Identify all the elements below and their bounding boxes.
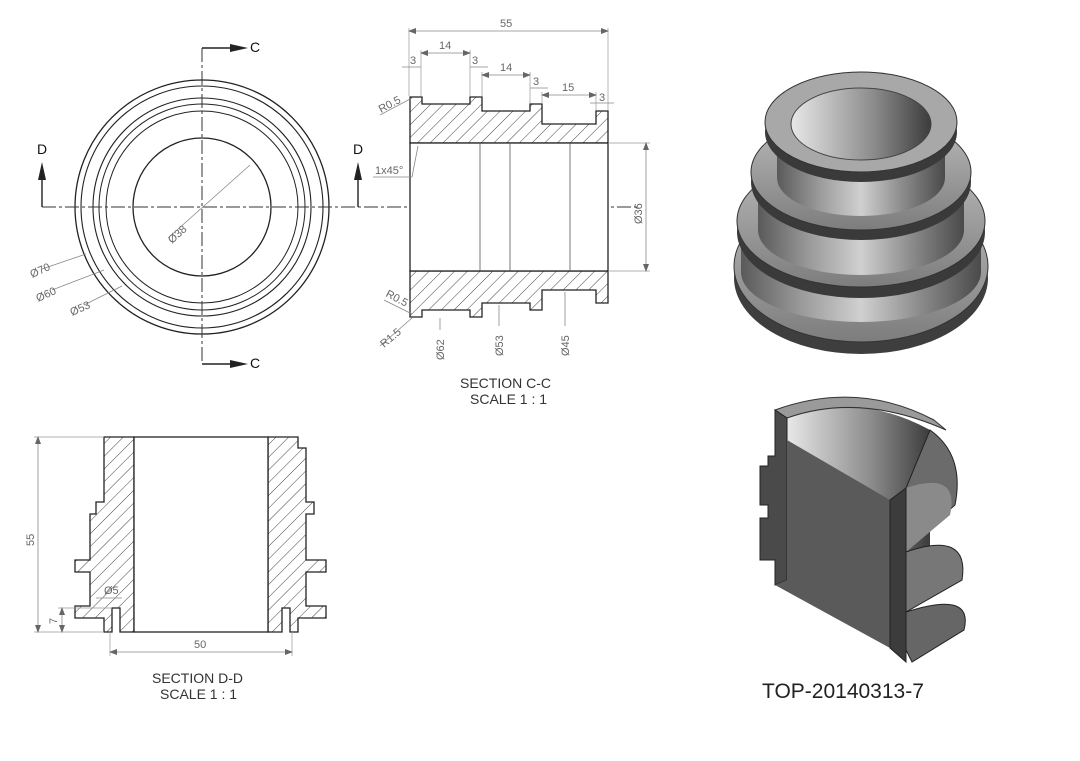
dim-d70: Ø70 — [28, 261, 52, 280]
cutaway-right-face — [889, 487, 907, 664]
dim-d60: Ø60 — [34, 285, 58, 304]
dim-cc-d45: Ø45 — [560, 335, 572, 356]
isometric-view — [733, 71, 989, 354]
dim-cc-d62: Ø62 — [435, 339, 447, 360]
dim-cc-3b: 3 — [472, 55, 478, 67]
cutaway-front-wall — [775, 440, 890, 648]
leader-cc-r15 — [379, 317, 413, 347]
leader-d38 — [167, 164, 251, 239]
dim-cc-55: 55 — [500, 18, 512, 30]
section-dd-scale: SCALE 1 : 1 — [160, 686, 237, 702]
section-dd-title: SECTION D-D — [152, 670, 243, 686]
dim-d53: Ø53 — [68, 299, 92, 318]
section-dd-right-wall — [267, 436, 327, 633]
dim-cc-r15: R1.5 — [378, 326, 404, 350]
dim-cc-3a: 3 — [410, 55, 416, 67]
cutaway-flange-1-face — [906, 482, 952, 552]
part-number: TOP-20140313-7 — [762, 680, 924, 703]
cutaway-flange-2 — [905, 544, 964, 613]
cut-c-top-label: C — [250, 39, 260, 55]
section-cc-view: 55 14 14 15 3 3 3 3 R0.5 1x45° R0.5 R1.5… — [373, 18, 650, 407]
leader-cc-r05-bottom — [383, 299, 413, 315]
dim-cc-3d: 3 — [599, 92, 605, 104]
cutaway-view — [759, 396, 966, 664]
cut-c-bottom-label: C — [250, 355, 260, 371]
leader-d60 — [51, 269, 105, 291]
cut-d-right-label: D — [353, 141, 363, 157]
dim-cc-chamfer: 1x45° — [375, 165, 403, 177]
dim-cc-14a: 14 — [439, 40, 451, 52]
section-cc-title: SECTION C-C — [460, 375, 551, 391]
cut-d-right-arrow-icon — [354, 162, 362, 180]
section-dd-left-wall — [74, 436, 135, 633]
dim-cc-bore: Ø36 — [633, 203, 645, 224]
dim-cc-15: 15 — [562, 82, 574, 94]
section-dd-view: 55 7 Ø5 50 SECTION D-D SCALE 1 : 1 — [25, 436, 327, 702]
cutaway-top-rim — [773, 396, 947, 431]
iso-bore — [790, 87, 932, 161]
dim-cc-14b: 14 — [500, 62, 512, 74]
circle-d38 — [132, 137, 272, 277]
leader-d53 — [83, 285, 123, 306]
dim-cc-d53: Ø53 — [494, 335, 506, 356]
section-cc-scale: SCALE 1 : 1 — [470, 391, 547, 407]
leader-cc-r05-top — [379, 97, 413, 116]
leader-cc-chamfer-tip — [411, 145, 419, 178]
dim-dd-50: 50 — [194, 639, 206, 651]
section-cc-top-wall — [409, 96, 609, 144]
cut-d-left-label: D — [37, 141, 47, 157]
cutaway-flange-3 — [905, 603, 966, 663]
cutaway-left-face — [759, 409, 788, 586]
cut-c-top-arrow-icon — [230, 44, 248, 52]
section-cc-bottom-wall — [409, 270, 609, 318]
dim-dd-slot: Ø5 — [104, 585, 119, 597]
dim-cc-r05-top: R0.5 — [377, 94, 403, 116]
dim-dd-7: 7 — [48, 618, 60, 624]
dim-cc-3c: 3 — [533, 76, 539, 88]
section-cc-bore — [409, 142, 609, 272]
leader-d70 — [41, 253, 87, 270]
section-dd-bore — [133, 436, 269, 633]
cut-d-left-arrow-icon — [38, 162, 46, 180]
cut-c-bottom-arrow-icon — [230, 360, 248, 368]
dim-dd-55: 55 — [25, 534, 37, 546]
dim-d38: Ø38 — [166, 223, 189, 246]
